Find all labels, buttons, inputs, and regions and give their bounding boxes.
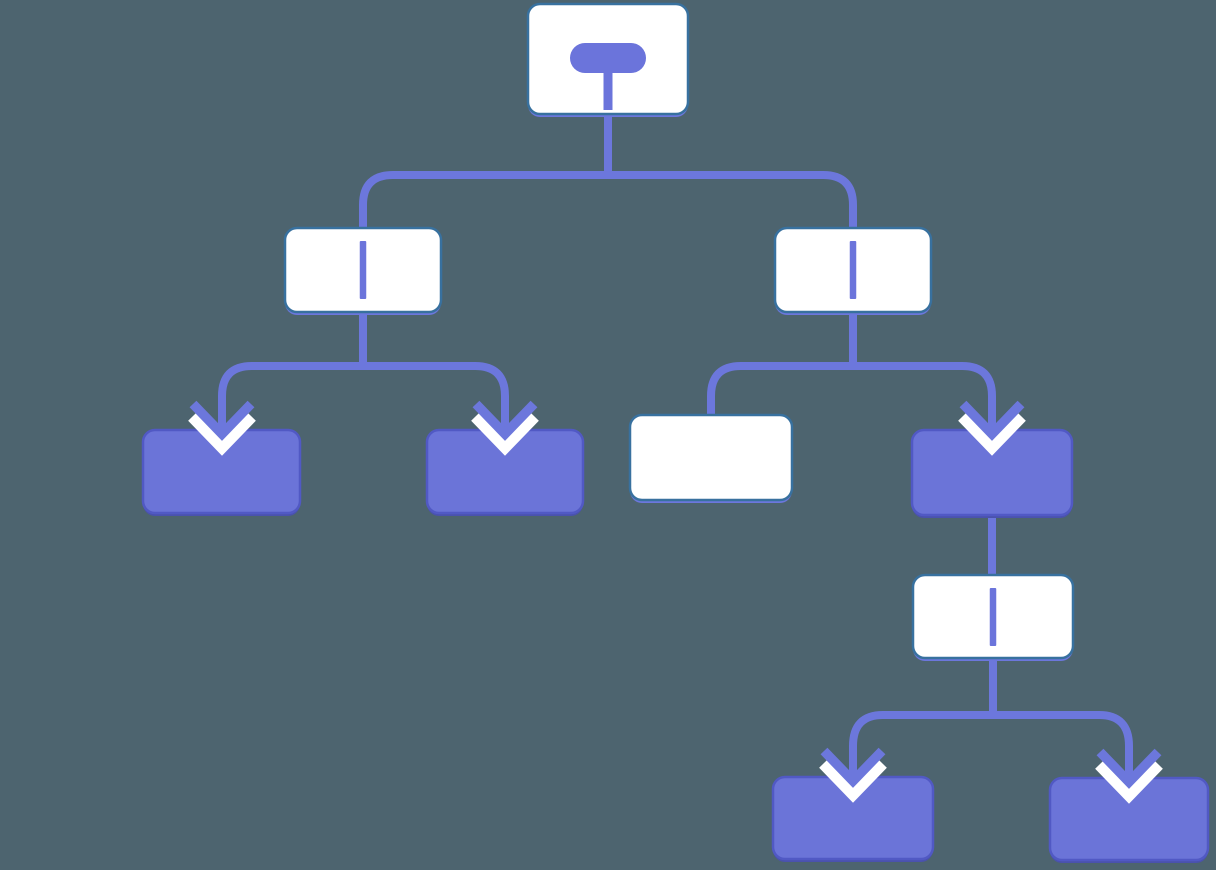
connector-rail-bottom — [849, 711, 1133, 781]
node-leaf-e[interactable] — [771, 775, 935, 862]
chevron-highlight-icon — [1095, 759, 1163, 804]
arrow-head-icon — [472, 400, 538, 441]
arrow-head-icon — [959, 400, 1025, 441]
connector-rail-right — [707, 362, 996, 433]
arrow-layer — [188, 400, 1163, 804]
node-root[interactable] — [526, 2, 690, 117]
node-branch-d[interactable] — [911, 573, 1075, 661]
node-leaf-b[interactable] — [425, 428, 585, 516]
text-cursor — [849, 241, 857, 299]
node-leaf-f[interactable] — [1048, 776, 1210, 863]
connector-layer — [218, 112, 1133, 781]
node-body — [628, 413, 794, 502]
chevron-highlight-icon — [958, 411, 1026, 456]
insert-arrow-arrow-leaf-b[interactable] — [471, 400, 539, 456]
node-branch-right[interactable] — [773, 226, 933, 315]
node-leaf-a[interactable] — [141, 428, 302, 516]
text-cursor — [989, 588, 997, 646]
chevron-highlight-icon — [471, 411, 539, 456]
node-leaf-c[interactable] — [628, 413, 794, 503]
insert-arrow-arrow-leaf-f[interactable] — [1095, 748, 1163, 804]
node-layer — [141, 2, 1210, 863]
node-leaf-d[interactable] — [910, 428, 1074, 518]
pill-stem — [603, 70, 613, 110]
chevron-highlight-icon — [819, 758, 887, 803]
insert-arrow-arrow-leaf-e[interactable] — [819, 747, 887, 803]
arrow-head-icon — [820, 747, 886, 788]
insert-arrow-arrow-leaf-d[interactable] — [958, 400, 1026, 456]
connector-rail-top — [359, 171, 857, 230]
insert-arrow-arrow-leaf-a[interactable] — [188, 400, 256, 456]
arrow-head-icon — [1096, 748, 1162, 789]
label-pill-icon — [570, 43, 646, 73]
arrow-head-icon — [189, 400, 255, 441]
node-branch-left[interactable] — [283, 226, 443, 315]
connector-rail-left — [218, 362, 509, 433]
text-cursor — [359, 241, 367, 299]
chevron-highlight-icon — [188, 411, 256, 456]
